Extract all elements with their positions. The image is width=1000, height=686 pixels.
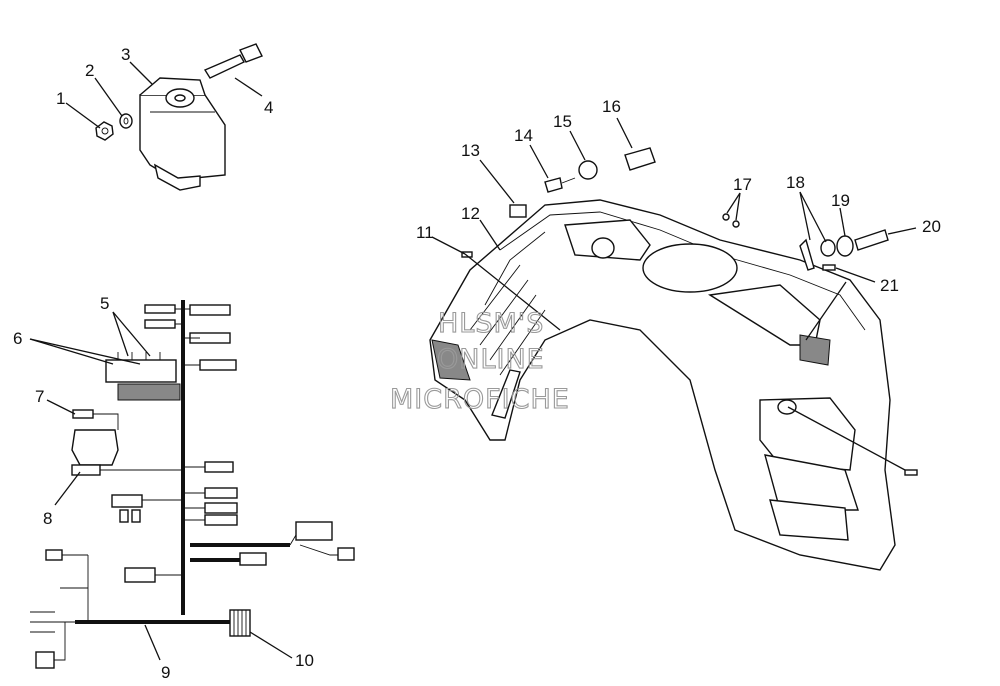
dashboard-pod-assembly [429,117,918,571]
callout-21: 21 [880,276,899,295]
callout-16: 16 [602,97,621,116]
watermark-line-3: MICROFICHE [390,384,570,415]
callout-12: 12 [461,204,480,223]
callout-20: 20 [922,217,941,236]
callout-8: 8 [43,509,52,528]
callout-5: 5 [100,294,109,313]
callout-2: 2 [85,61,94,80]
watermark-line-1: HLSM'S [438,308,544,339]
callout-13: 13 [461,141,480,160]
callout-10: 10 [295,651,314,670]
wiring-harness-assembly [29,300,355,669]
callout-4: 4 [264,98,273,117]
watermark-line-2: ONLINE [437,344,545,375]
callout-3: 3 [121,45,130,64]
callout-7: 7 [35,387,44,406]
control-module-assembly [65,43,263,191]
callout-17: 17 [733,175,752,194]
callout-6: 6 [13,329,22,348]
callout-9: 9 [161,663,170,682]
callout-11: 11 [416,223,434,242]
callout-15: 15 [553,112,572,131]
callout-14: 14 [514,126,533,145]
callout-18: 18 [786,173,805,192]
callout-19: 19 [831,191,850,210]
callout-1: 1 [56,89,65,108]
